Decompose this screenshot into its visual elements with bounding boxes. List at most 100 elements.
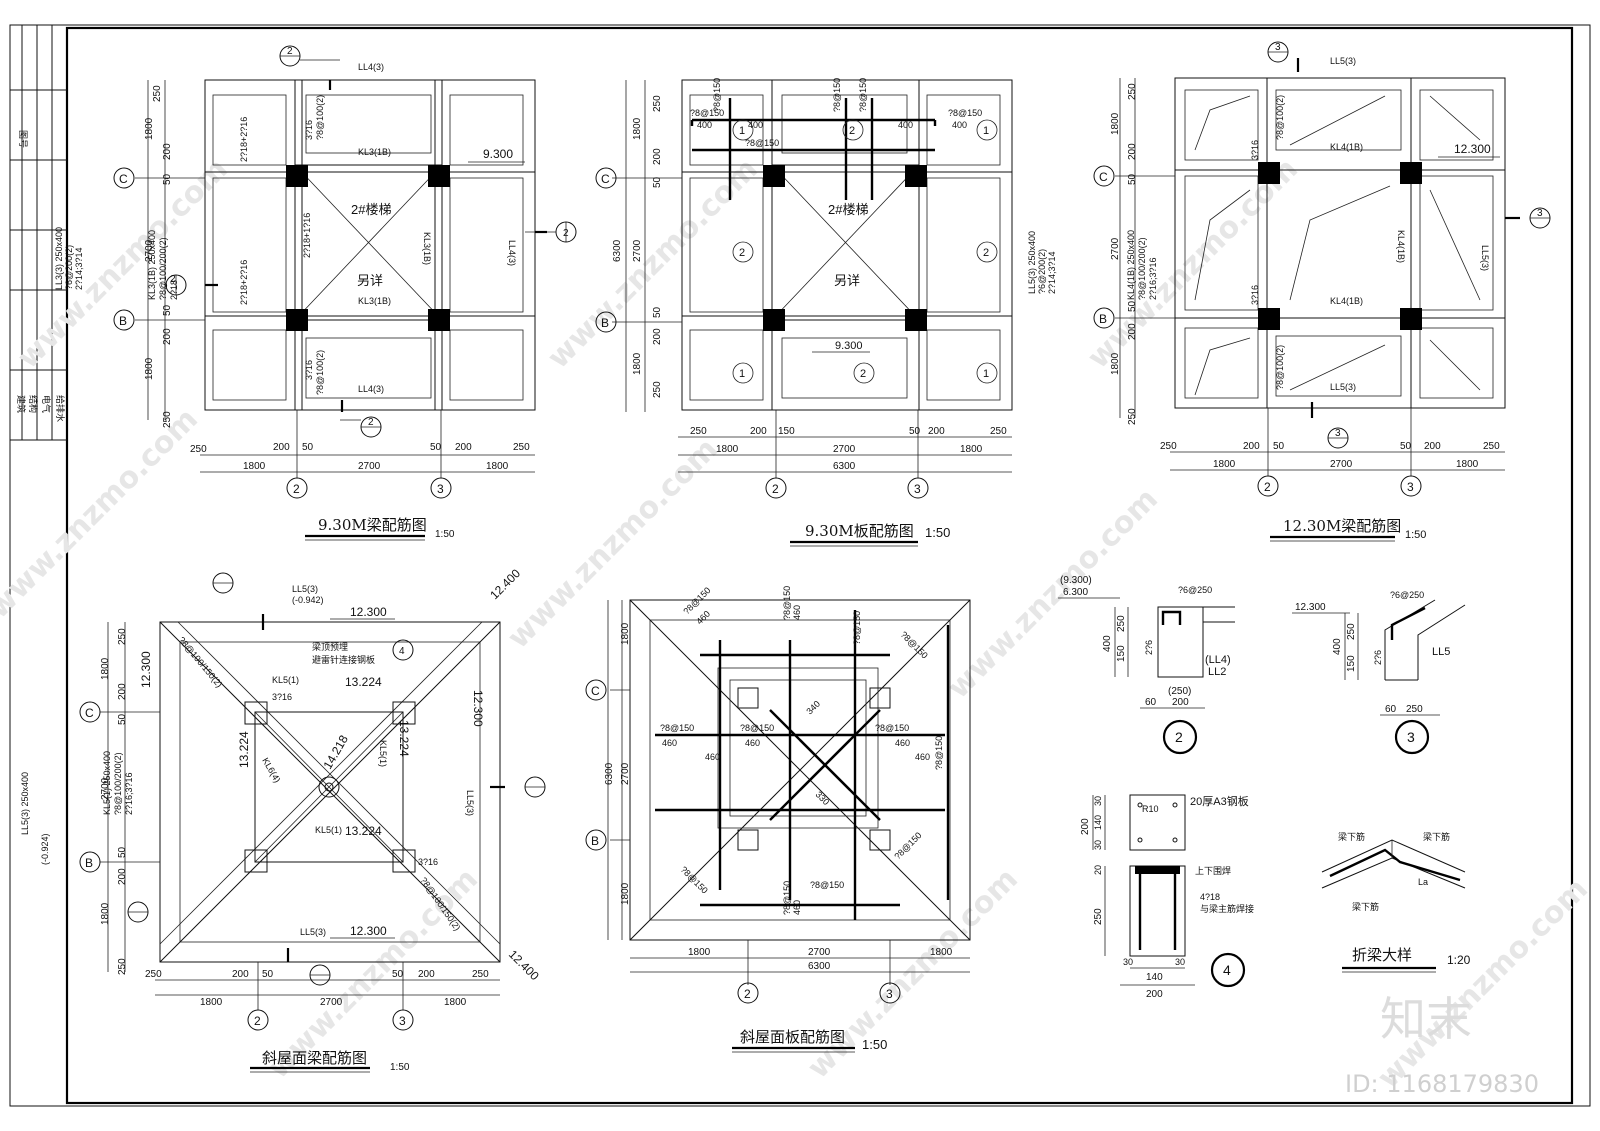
dim-460: 460 [662,738,677,748]
dim: 1800 [200,997,223,1008]
rebar-label: ?6@250 [1178,585,1212,595]
dim: 1800 [1456,459,1479,470]
dim: 30 [1123,957,1133,967]
dim: 250 [652,381,663,398]
level-label: 12.300 [350,924,387,938]
dim: 1800 [1110,112,1121,135]
slab-plan-930: C B 2 3 250 1800 200 50 2700 6300 50 200… [595,78,1013,547]
beam-label: (LL4) [1205,654,1231,666]
axis-label-2: 2 [744,987,751,1001]
detail-3: 12.300 ?6@250 2?6 400 250 150 LL5 60 250… [1292,590,1466,755]
beam-label: LL3(3) 250x400 [54,227,64,290]
dim: 1800 [144,117,155,140]
dim: 250 [1483,441,1500,452]
column [286,309,308,331]
plate-label: 20厚A3钢板 [1190,794,1249,808]
dim-400: 400 [898,120,913,130]
dim: 200 [1127,143,1138,160]
dim: 6300 [612,239,623,262]
dim-460: 460 [705,752,720,762]
level-label: 6.300 [1063,587,1088,598]
slab-930-outline [681,79,1013,411]
watermark-site-9: www.znzmo.com [1371,872,1595,1096]
dim: 1800 [1110,352,1121,375]
rebar-label: ?8@150 [679,864,710,895]
beam-label: ?8@100/200(2) [1137,237,1147,300]
dim: 1800 [620,622,631,645]
dim: 50 [162,173,173,185]
dim-460: 460 [694,609,712,627]
detail-fold-beam: 梁下筋 梁下筋 梁下筋 La 折梁大样 1:20 [1321,831,1471,973]
title-block-row-top: 图号 [18,130,28,148]
beam-label: ?6@200(2) [1037,249,1047,294]
rebar-label: 3?16 [272,692,292,702]
beam-label: 2?16;3?16 [124,772,134,815]
column [428,309,450,331]
anchor-label: 与梁主筋焊接 [1200,903,1254,914]
title-block-row-3: 电气 [41,395,52,413]
title-block-row-4: 给排水 [55,395,66,422]
dim: 200 [418,969,435,980]
rebar-label: 2?18+2?16 [239,117,249,162]
axis-label-2: 2 [1264,480,1271,494]
anchor-label: 4?18 [1200,892,1220,902]
rebar-label: 3?16 [304,360,314,380]
dim: 200 [117,683,128,700]
axis-label-b: B [119,314,127,328]
dim: (250) [1168,686,1191,697]
dim-460: 460 [792,900,802,915]
watermark-id: ID: 1168179830 [1345,1070,1539,1098]
dim: 1800 [960,444,983,455]
sheet-outer-border [9,24,1591,1107]
rebar-label: 2?18+1?16 [302,213,312,258]
beam-label: 2?16;3?16 [1148,257,1158,300]
dim-400: 400 [952,120,967,130]
drawing-title: 斜屋面梁配筋图 [262,1049,367,1067]
dim: 2700 [620,762,631,785]
dim: 250 [145,969,162,980]
dim: 50 [909,426,921,437]
level-label: 12.400 [506,947,542,983]
dim: 200 [117,868,128,885]
rebar-label: ?8@150 [948,108,982,118]
axis-label-c: C [601,172,610,186]
note-label: 梁顶预埋 [312,641,348,652]
beam-label: LL5(3) 250x400 [1027,231,1037,294]
dim: 150 [1116,645,1127,662]
rebar-label: 2?6 [1144,640,1154,655]
panel-mark: 2 [860,368,866,380]
drawing-scale: 1:50 [1405,529,1426,541]
beam-label: ?8@100/200(2) [113,752,123,815]
level-label: 12.300 [1295,602,1326,613]
level-label: 9.300 [483,147,513,161]
dim: 200 [1080,818,1091,835]
section-mark: 2 [368,417,374,428]
level-label: 12.400 [487,566,523,602]
dim: 2700 [833,444,856,455]
beam-label: LL5 [1432,646,1450,658]
rebar-label: ?8@150 [782,586,792,620]
title-block: 图号 建筑 结构 电气 给排水 [9,25,67,441]
dim: 30 [1093,796,1103,806]
dim: 250 [990,426,1007,437]
beam-label: KL3(1B) [358,147,391,157]
dim: 200 [273,442,290,453]
axis-label-b: B [601,316,609,330]
rebar-label: 3?16 [418,857,438,867]
rebar-label: 3?16 [1250,285,1260,305]
axis-label-c: C [119,172,128,186]
axis-label-c: C [85,706,94,720]
axis-label-3: 3 [437,482,444,496]
rebar-label: ?8@150 [782,881,792,915]
note-label: 避雷针连接钢板 [312,654,375,665]
dim: 250 [152,85,163,102]
dim: 50 [162,304,173,316]
dim: 30 [1093,840,1103,850]
beam-label: KL4(1B) [1396,230,1406,263]
drawing-title: 9.30M梁配筋图 [318,516,427,534]
axis-label-c: C [1099,170,1108,184]
dim: 50 [1273,441,1285,452]
axis-label-2: 2 [254,1014,261,1028]
sheet-inner-border [65,26,1574,1105]
